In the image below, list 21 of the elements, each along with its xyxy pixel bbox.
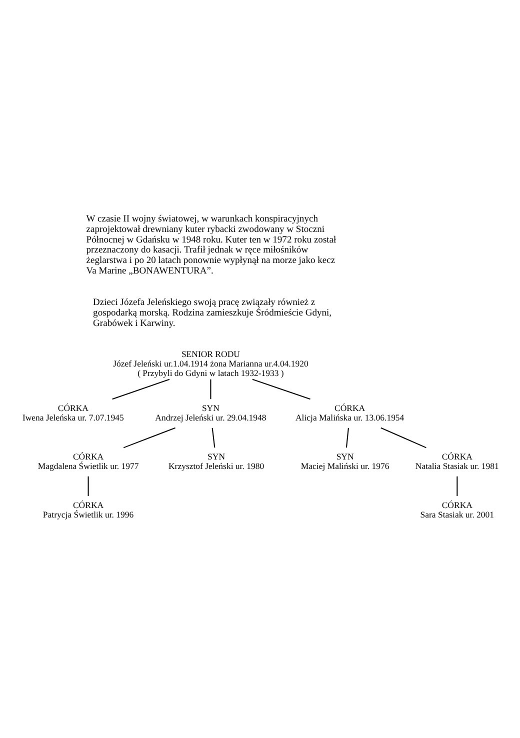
connector xyxy=(380,427,426,448)
connector xyxy=(346,428,349,448)
node-text: CÓRKA Sara Stasiak ur. 2001 xyxy=(420,500,494,520)
connector xyxy=(456,476,458,496)
connector xyxy=(88,476,89,496)
node-text: SYN Maciej Maliński ur. 1976 xyxy=(300,451,390,472)
node-text: CÓRKA Natalia Stasiak ur. 1981 xyxy=(415,451,499,472)
node-text: CÓRKA Magdalena Świetlik ur. 1977 xyxy=(38,451,139,472)
connector xyxy=(212,428,216,448)
label: Dzieci Józefa Jeleńskiego swoją pracę związały również z gospodarką morską. Rodzina zamieszkuje Śródmieście Gdyni, Grabówek i Karwiny. xyxy=(93,297,332,329)
label: W czasie II wojny światowej, w warunkach konspiracyjnych zaprojektował drewniany kuter rybacki zwodowany w Stoczni Północnej w Gdańsku w 1948 roku. Kuter ten w 1972 roku został przeznaczony do kasacji. Trafił jednak w ręce miłośników żeglarstwa i po 20 latach ponownie wypłynął na morze jako kecz Va Marine „BONAWENTURA”. xyxy=(86,214,336,276)
connector xyxy=(123,427,176,448)
connector xyxy=(112,378,170,400)
node-text: CÓRKA Patrycja Świetlik ur. 1996 xyxy=(42,500,134,520)
node-text: SYN Krzysztof Jeleński ur. 1980 xyxy=(168,451,264,472)
node-text: CÓRKA Alicja Malińska ur. 13.06.1954 xyxy=(295,402,404,423)
node-text: SENIOR RODU Józef Jeleński ur.1.04.1914 żona Marianna ur.4.04.1920 ( Przybyli do Gdyni w latach 1932-1933 ) xyxy=(113,348,308,378)
node-text: SYN Andrzej Jeleński ur. 29.04.1948 xyxy=(155,402,266,423)
connector xyxy=(210,379,212,400)
node-text: CÓRKA Iwena Jeleńska ur. 7.07.1945 xyxy=(22,402,124,423)
connector xyxy=(252,378,310,400)
